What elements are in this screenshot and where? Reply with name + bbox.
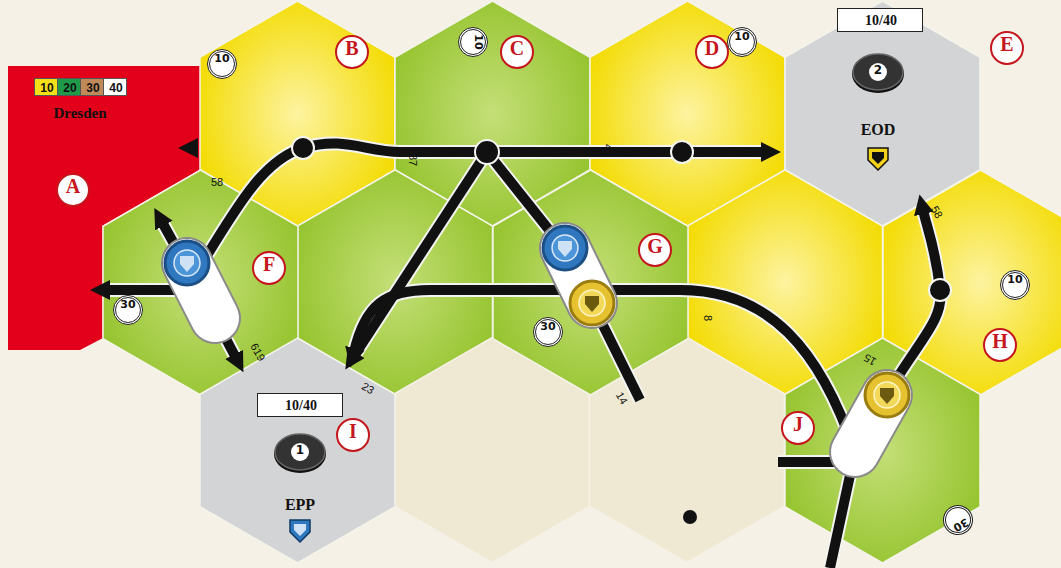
token-number: 2 (869, 63, 887, 81)
value-circle: 10 (207, 49, 237, 79)
value-circle: 30 (938, 500, 979, 541)
revenue-cell: 10 (34, 78, 57, 96)
revenue-value: 20 (63, 81, 76, 95)
hex-letter: A (56, 173, 90, 207)
map-hex-shape (493, 170, 688, 395)
map-hex: B 10 (200, 1, 395, 226)
hex-letter: F (252, 251, 286, 285)
value-circle: 10 (727, 27, 757, 57)
company-name: EPP (285, 496, 315, 514)
home-token: 2 (851, 50, 905, 94)
value-circle: 10 (1000, 270, 1030, 300)
hex-letter: B (335, 35, 369, 69)
revenue-box: 10/40 (257, 393, 343, 417)
edge-number: 87 (407, 154, 419, 166)
company-name: EOD (861, 121, 896, 139)
hex-letter: E (990, 31, 1024, 65)
revenue-box: 10/40 (837, 8, 923, 32)
city-hex: I EPP 10/40 1 (200, 338, 395, 563)
map-hex: J30 (785, 338, 980, 563)
hex-letter: G (638, 233, 672, 267)
revenue-cell: 20 (57, 78, 80, 96)
hex-letter: J (781, 411, 815, 445)
town-dot (683, 510, 697, 524)
map-hex: H 10 (883, 170, 1061, 395)
city-hex-shape (785, 1, 980, 226)
hex-letter: I (336, 418, 370, 452)
city-name: Dresden (53, 105, 106, 122)
revenue-text: 10/40 (285, 398, 317, 414)
edge-number: 8 (702, 315, 714, 321)
offboard-area: DresdenA 10 20 30 40 (8, 66, 200, 350)
revenue-value: 30 (86, 81, 99, 95)
value-circle: 10 (458, 27, 488, 57)
revenue-value: 40 (109, 81, 122, 95)
map-hex: F 30 (103, 170, 298, 395)
hex-letter: C (500, 35, 534, 69)
city-hex: EEOD10/402 (785, 1, 980, 226)
home-token: 1 (273, 430, 327, 474)
hex-letter: D (695, 35, 729, 69)
map-hex-shape (395, 1, 590, 226)
revenue-text: 10/40 (865, 13, 897, 29)
revenue-value: 10 (40, 81, 53, 95)
revenue-cell: 30 (80, 78, 103, 96)
value-circle: 30 (113, 295, 143, 325)
edge-number: 4 (602, 144, 614, 150)
map-hex-shape (200, 1, 395, 226)
hex-letter: H (983, 328, 1017, 362)
edge-number: 58 (211, 176, 223, 188)
map-hex: G 30 (493, 170, 688, 395)
value-circle: 30 (533, 317, 563, 347)
map-hex-shape (883, 170, 1061, 395)
token-number: 1 (291, 443, 309, 461)
revenue-cell: 40 (103, 78, 126, 96)
map-hex: D10 (590, 1, 785, 226)
map-hex: C 10 (395, 1, 590, 226)
